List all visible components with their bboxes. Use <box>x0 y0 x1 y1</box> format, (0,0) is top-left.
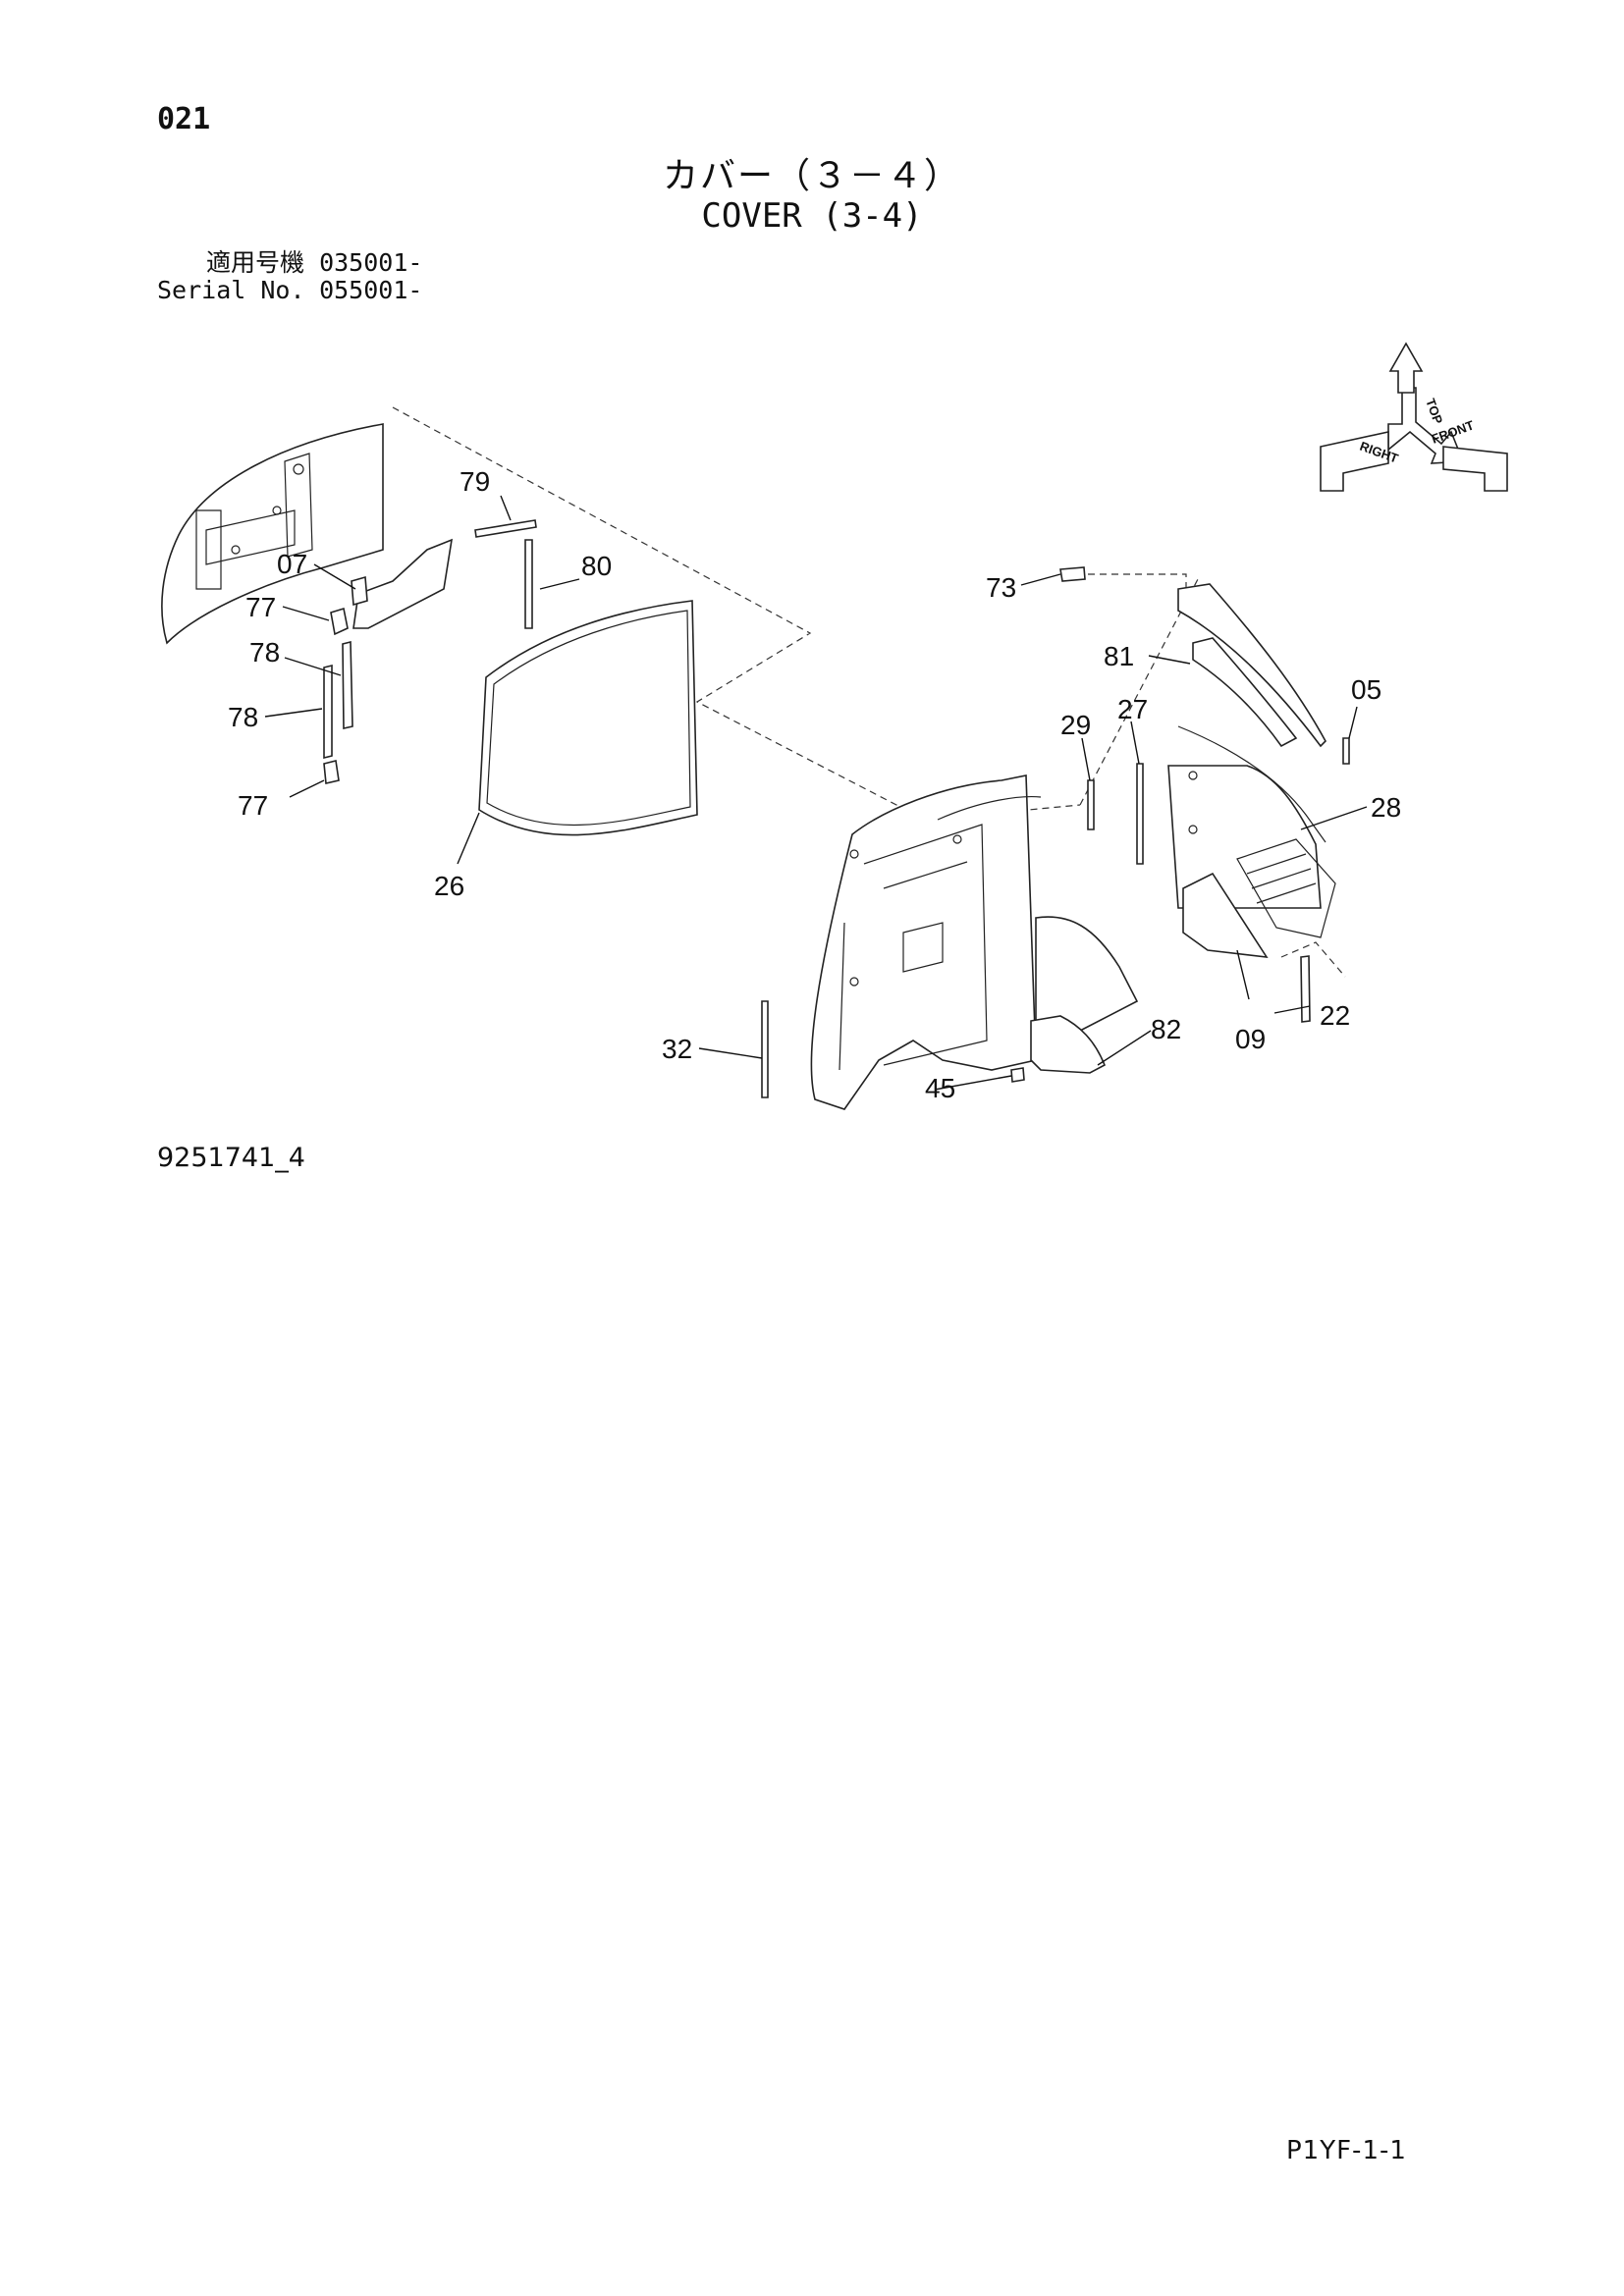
callout-07: 07 <box>277 549 307 579</box>
lead-dash-73 <box>1088 573 1187 594</box>
callout-45: 45 <box>925 1073 955 1103</box>
drawing-id: 9251741_4 <box>157 1143 305 1173</box>
part-45 <box>1010 1067 1025 1083</box>
part-80 <box>524 539 533 629</box>
callout-26: 26 <box>434 871 464 901</box>
page-number: 021 <box>157 102 211 136</box>
callout-32: 32 <box>662 1034 692 1064</box>
serial-en-value: 055001- <box>319 276 423 304</box>
upper-right-trim <box>1059 566 1326 748</box>
part-77-lower <box>323 760 340 784</box>
serial-jp-label: 適用号機 <box>205 248 304 277</box>
main-side-cover <box>810 774 1042 1110</box>
callout-79: 79 <box>460 466 490 497</box>
callout-09: 09 <box>1235 1024 1266 1054</box>
callout-77-lower: 77 <box>238 790 268 821</box>
serial-en-label: Serial No. <box>157 276 305 304</box>
callout-73: 73 <box>986 572 1016 603</box>
lead-dash-22 <box>1280 941 1346 978</box>
part-77-upper <box>330 607 349 636</box>
part-26 <box>478 600 698 836</box>
serial-jp-value: 035001- <box>319 248 423 277</box>
callout-77-upper: 77 <box>245 592 276 622</box>
orientation-indicator: TOP RIGHT FRONT <box>1320 342 1508 492</box>
part-82 <box>1035 916 1139 1032</box>
orient-top-label: TOP <box>1423 397 1445 426</box>
serial-info: 適用号機 035001- Serial No. 055001- <box>157 249 422 304</box>
callout-78-upper: 78 <box>249 637 280 667</box>
callout-05: 05 <box>1351 674 1381 705</box>
callout-28: 28 <box>1371 792 1401 823</box>
part-22 <box>1300 955 1311 1023</box>
rear-cover-panel <box>161 423 384 645</box>
part-82-bracket <box>1030 1015 1107 1074</box>
title-japanese: カバー（３－４） <box>662 156 961 196</box>
sheet-id: P1YF-1-1 <box>1286 2136 1407 2165</box>
callout-22: 22 <box>1320 1000 1350 1031</box>
part-32 <box>761 1000 769 1098</box>
callout-80: 80 <box>581 551 612 581</box>
callout-78-lower: 78 <box>228 702 258 732</box>
part-78-upper <box>342 640 353 729</box>
part-05 <box>1342 737 1350 765</box>
part-78-lower <box>323 664 333 760</box>
part-09 <box>1182 872 1269 958</box>
callout-82: 82 <box>1151 1014 1181 1044</box>
callout-81: 81 <box>1104 641 1134 671</box>
title-english: COVER (3-4) <box>701 196 923 236</box>
callout-labels: 79 80 07 77 78 78 77 26 73 81 05 29 27 2… <box>228 466 1401 1103</box>
part-07-tab <box>351 575 368 607</box>
leader-lines <box>264 495 1368 1091</box>
part-07 <box>352 538 454 629</box>
callout-27: 27 <box>1117 694 1148 724</box>
middle-right-panels <box>1087 725 1336 938</box>
callout-29: 29 <box>1060 710 1091 740</box>
part-79 <box>474 519 537 538</box>
